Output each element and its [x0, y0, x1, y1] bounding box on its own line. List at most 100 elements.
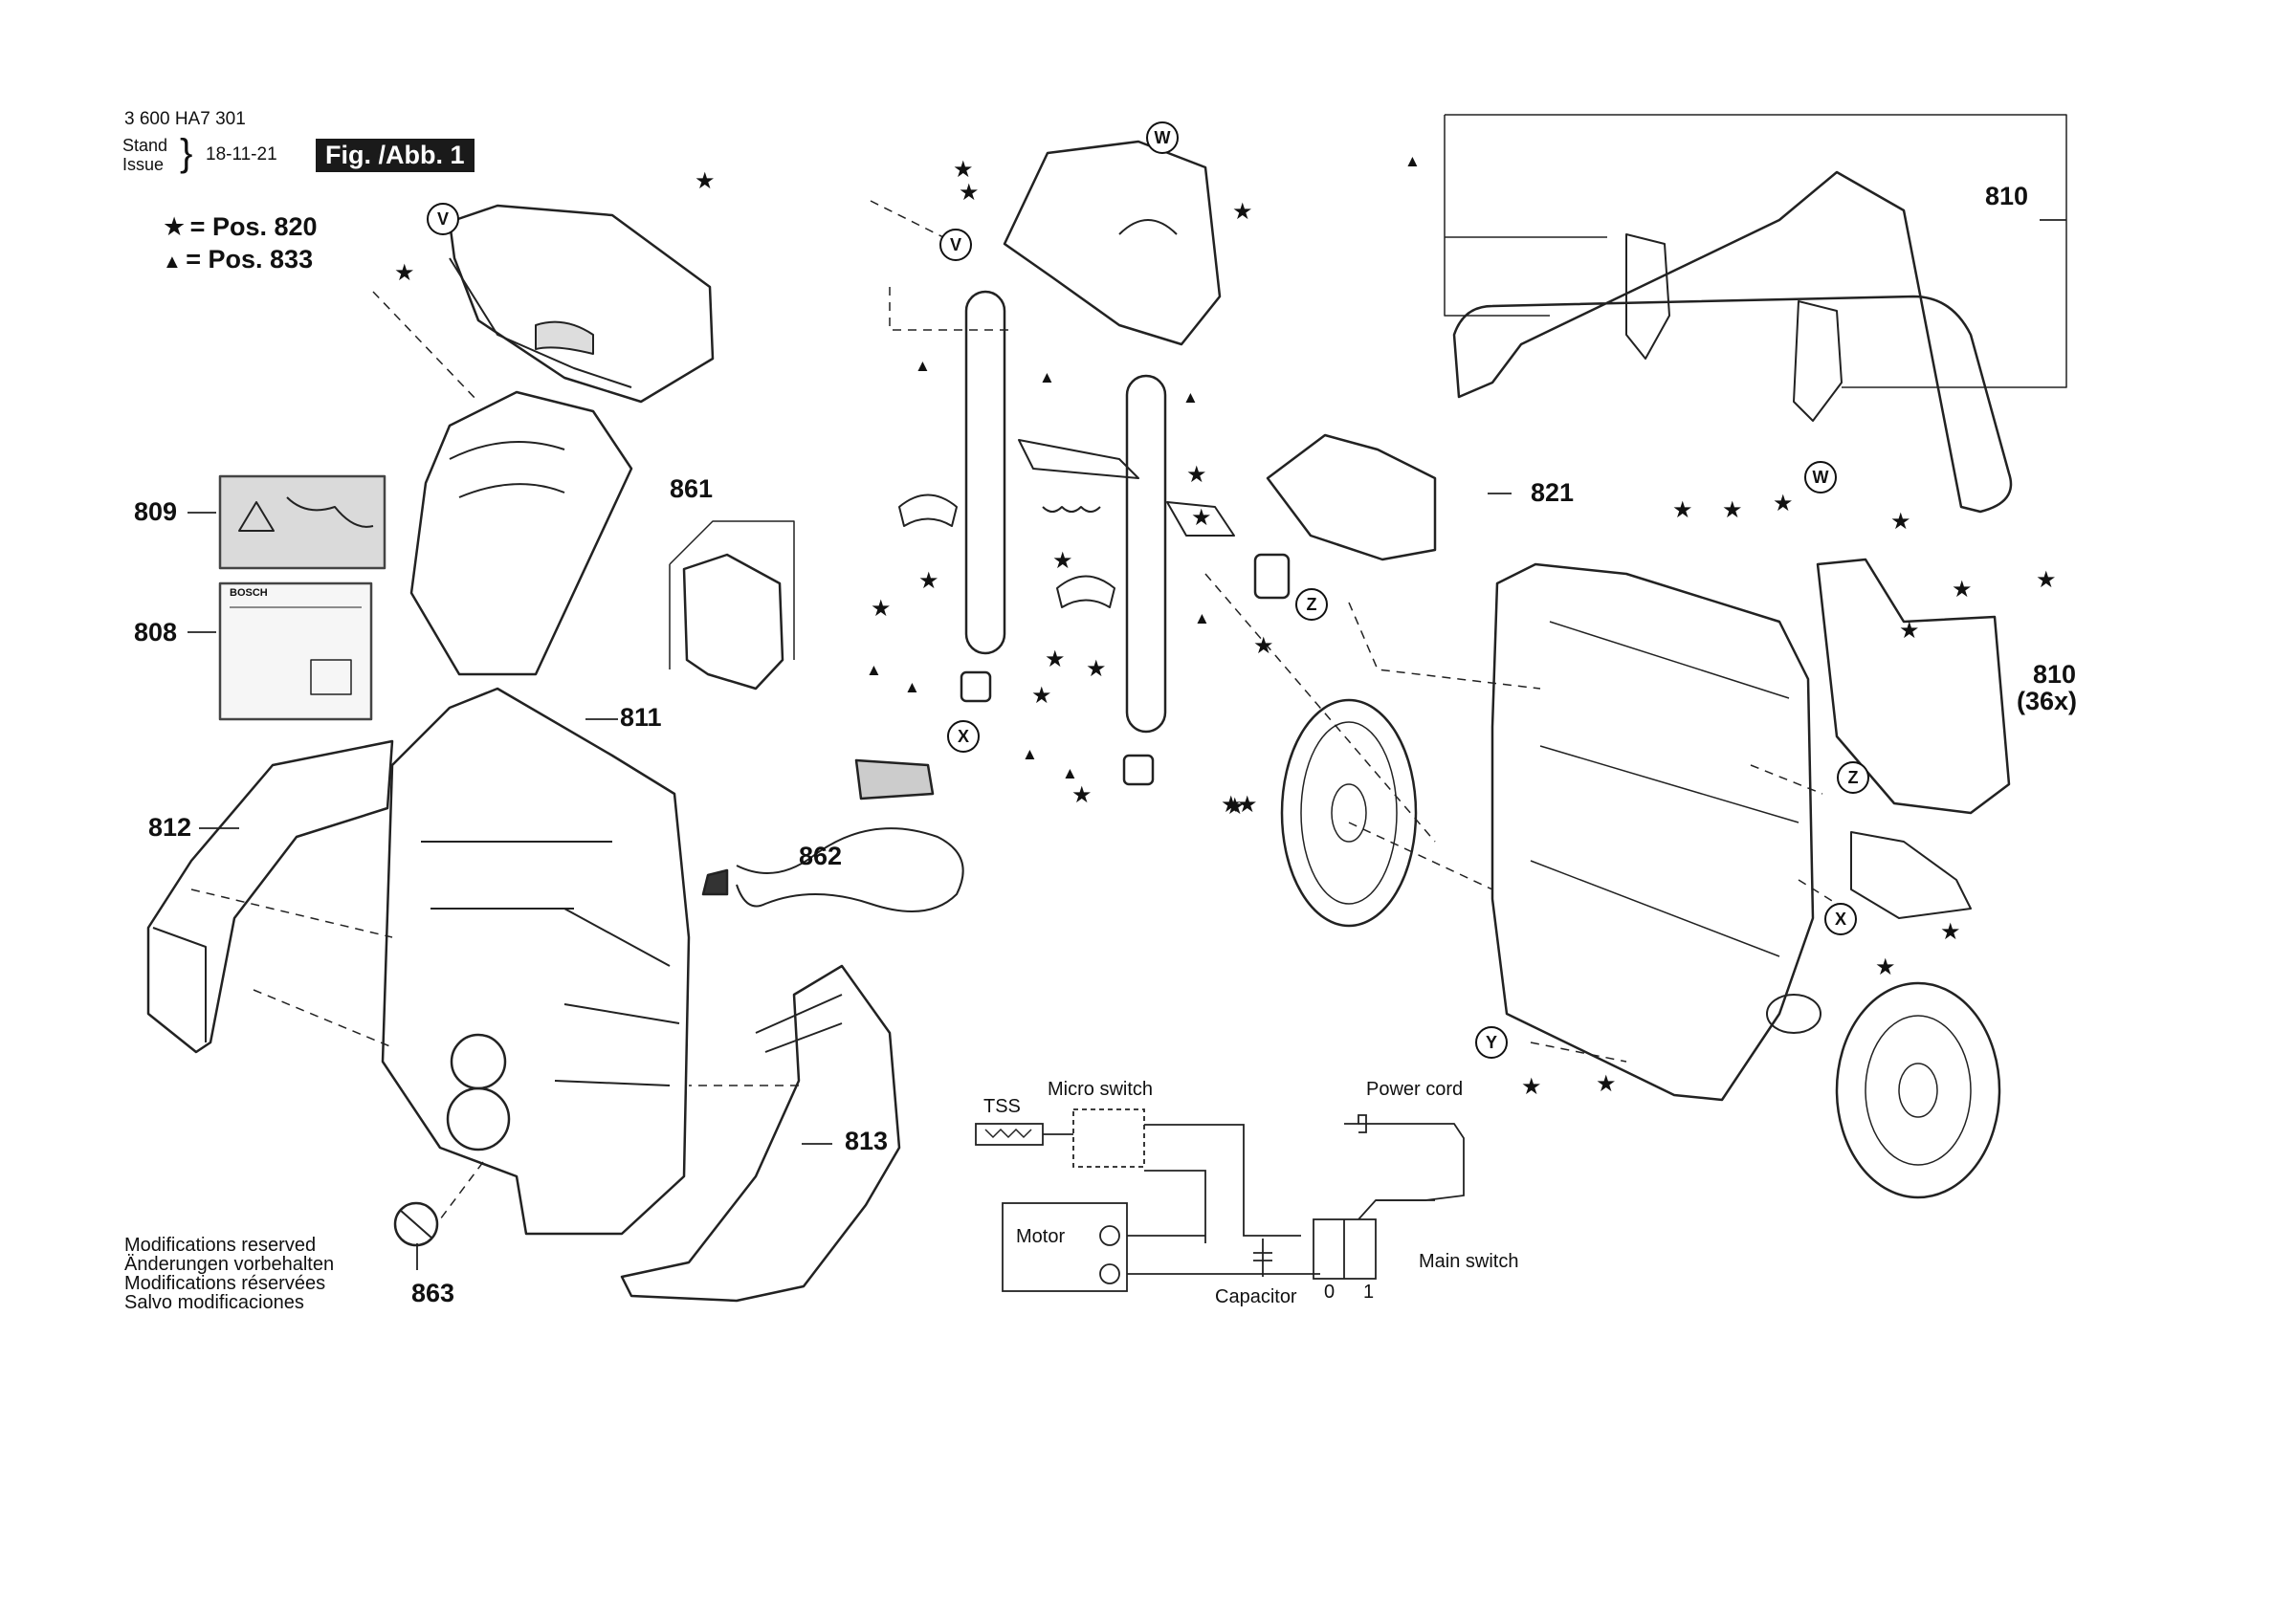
- top-cap: [1003, 140, 1222, 346]
- star-icon: ★: [953, 157, 974, 183]
- legend-triangle-text: = Pos. 833: [186, 245, 314, 274]
- note-line: Modifications réservées: [124, 1273, 326, 1294]
- star-icon: ★: [1596, 1071, 1617, 1097]
- star-icon: ★: [1186, 462, 1207, 488]
- star-icon: ★: [1031, 683, 1052, 709]
- triangle-icon: ▲: [1039, 368, 1055, 386]
- star-icon: ★: [1672, 497, 1693, 523]
- cover-top: [409, 390, 633, 676]
- document-number: 3 600 HA7 301: [124, 109, 246, 129]
- triangle-icon: ▲: [1182, 388, 1199, 406]
- triangle-icon: ▲: [904, 678, 920, 696]
- part-number-862: 862: [799, 842, 843, 870]
- ref-marker-z: Z: [1837, 761, 1869, 794]
- ref-marker-y: Y: [1475, 1026, 1508, 1059]
- part-number-810-handle: 810: [1985, 182, 2029, 210]
- star-icon: ★: [695, 168, 716, 194]
- star-icon: ★: [1890, 509, 1911, 535]
- bracket-821: [1266, 433, 1437, 561]
- brace-glyph: }: [180, 132, 193, 174]
- triangle-icon: ▲: [915, 357, 931, 375]
- legend-star-text: = Pos. 820: [189, 212, 318, 241]
- star-icon: ★: [394, 260, 415, 286]
- micro-switch-box: [1072, 1108, 1145, 1168]
- power-cord-label: Power cord: [1366, 1079, 1464, 1100]
- note-line: Modifications reserved: [124, 1235, 317, 1256]
- tube-right: [1125, 374, 1167, 734]
- issue-date: 18-11-21: [206, 144, 277, 164]
- figure-label: Fig. /Abb. 1: [316, 139, 475, 172]
- ref-marker-x: X: [1824, 903, 1857, 935]
- plate-brand: BOSCH: [230, 587, 268, 599]
- star-icon: ★: [1722, 497, 1743, 523]
- tube-left: [964, 290, 1006, 655]
- capacitor-symbol: [1253, 1239, 1272, 1277]
- handle-810: [1452, 170, 2013, 514]
- capacitor-label: Capacitor: [1215, 1286, 1297, 1307]
- triangle-icon: ▲: [1022, 745, 1038, 763]
- star-icon: ★: [1253, 633, 1274, 659]
- star-icon: ★: [2036, 567, 2057, 593]
- part-number-861: 861: [670, 474, 714, 503]
- triangle-icon: ▲: [1404, 152, 1421, 170]
- part-number-812: 812: [148, 813, 192, 842]
- part-number-811: 811: [620, 703, 662, 732]
- power-cord-wire: [1358, 1123, 1465, 1220]
- triangle-icon: ▲: [1194, 609, 1210, 627]
- star-icon: ★: [1899, 618, 1920, 644]
- side-shell-812: [146, 739, 394, 1054]
- legend-star: ★ = Pos. 820: [163, 212, 318, 242]
- triangle-icon: ▲: [163, 252, 182, 273]
- ref-marker-v: V: [427, 203, 459, 235]
- rear-frame: [1816, 558, 2011, 815]
- stand-label: Stand: [122, 136, 168, 155]
- issue-label: Issue: [122, 155, 165, 174]
- chassis: [1490, 562, 1815, 1102]
- star-icon: ★: [1045, 647, 1066, 672]
- base-shell-813: [620, 964, 901, 1303]
- switch-position-off: 0: [1324, 1282, 1336, 1303]
- note-line: Änderungen vorbehalten: [124, 1254, 335, 1275]
- modification-notes: Modifications reserved Änderungen vorbeh…: [124, 1236, 334, 1312]
- note-line: Salvo modificaciones: [124, 1292, 304, 1313]
- micro-switch-label: Micro switch: [1048, 1079, 1154, 1100]
- star-icon: ★: [959, 180, 980, 206]
- star-icon: ★: [1773, 491, 1794, 516]
- star-icon: ★: [1221, 792, 1242, 818]
- star-icon: ★: [1191, 505, 1212, 531]
- part-number-809: 809: [134, 497, 178, 526]
- motor-label: Motor: [1016, 1226, 1066, 1247]
- part-number-810-frame: 810: [2033, 660, 2077, 689]
- star-icon: ★: [1237, 792, 1258, 818]
- ref-marker-w: W: [1146, 121, 1179, 154]
- wheel-right: [1835, 981, 2001, 1199]
- main-switch-label: Main switch: [1419, 1251, 1519, 1272]
- part-number-808: 808: [134, 618, 178, 647]
- ref-marker-w: W: [1804, 461, 1837, 493]
- triangle-icon: ▲: [866, 661, 882, 679]
- star-icon: ★: [1875, 954, 1896, 980]
- switch-position-on: 1: [1363, 1282, 1375, 1303]
- star-icon: ★: [1521, 1074, 1542, 1100]
- star-icon: ★: [1086, 656, 1107, 682]
- triangle-icon: ▲: [1062, 764, 1078, 782]
- ref-marker-x: X: [947, 720, 980, 753]
- ref-marker-z: Z: [1295, 588, 1328, 621]
- star-icon: ★: [1071, 782, 1093, 808]
- tss-sensor: [975, 1123, 1044, 1146]
- part-number-863: 863: [411, 1279, 455, 1307]
- power-cord-862: [736, 827, 964, 912]
- module-861: [682, 553, 784, 691]
- part-number-821: 821: [1531, 478, 1575, 507]
- holder-bracket: [448, 204, 715, 404]
- motor-box: [1002, 1202, 1128, 1292]
- housing-811: [381, 687, 691, 1236]
- star-icon: ★: [1225, 794, 1246, 820]
- knob-863: [393, 1201, 439, 1247]
- legend-triangle: ▲ = Pos. 833: [163, 245, 313, 274]
- rating-plate-808: [218, 581, 373, 721]
- part-number-813: 813: [845, 1127, 889, 1155]
- wiring-diagram: [975, 1108, 1465, 1292]
- star-icon: ★: [918, 568, 939, 594]
